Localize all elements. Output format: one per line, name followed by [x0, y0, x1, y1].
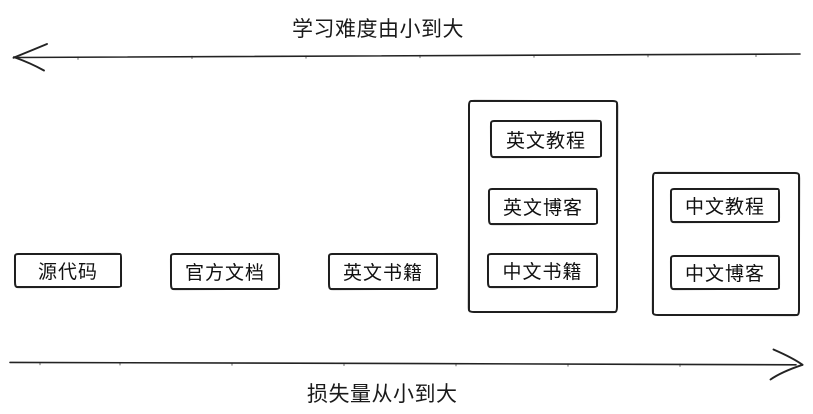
node-chinese-tutorials: 中文教程 — [670, 188, 780, 223]
node-english-blogs: 英文博客 — [488, 188, 598, 225]
node-chinese-blogs: 中文博客 — [670, 255, 780, 290]
node-label: 官方文档 — [184, 263, 265, 284]
node-english-tutorials: 英文教程 — [490, 120, 602, 158]
difficulty-axis-arrow — [12, 43, 801, 72]
node-label: 中文教程 — [684, 197, 765, 218]
node-chinese-books: 中文书籍 — [487, 253, 598, 288]
node-source-code: 源代码 — [14, 253, 122, 288]
node-label: 英文博客 — [502, 198, 583, 219]
loss-axis-arrow — [9, 348, 804, 381]
node-label: 英文书籍 — [342, 263, 423, 284]
node-english-books: 英文书籍 — [328, 253, 438, 290]
node-label: 中文博客 — [684, 264, 765, 285]
bottom-axis-label: 损失量从小到大 — [307, 383, 458, 406]
node-label: 英文教程 — [505, 130, 586, 152]
group-chinese-resources: 中文教程 中文博客 — [652, 172, 800, 316]
group-english-resources: 英文教程 英文博客 中文书籍 — [468, 100, 618, 313]
node-official-docs: 官方文档 — [170, 253, 280, 290]
node-label: 中文书籍 — [502, 262, 583, 283]
top-axis-label: 学习难度由小到大 — [292, 18, 464, 41]
node-label: 源代码 — [37, 262, 98, 283]
